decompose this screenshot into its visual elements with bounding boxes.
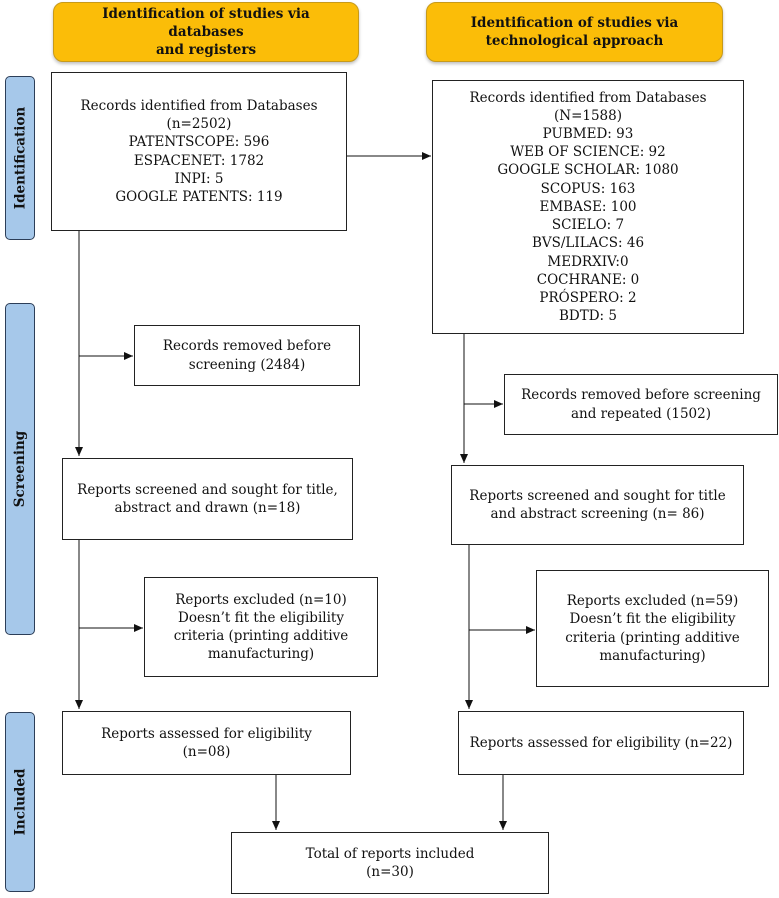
right-records-identified-box: Records identified from Databases (N=158… — [432, 80, 744, 334]
right-records-removed-box: Records removed before screening and rep… — [504, 374, 778, 435]
phase-screening-label: Screening — [5, 303, 35, 635]
header-databases-line-1: Identification of studies via databases — [102, 6, 310, 40]
left-records-removed-box: Records removed before screening (2484) — [134, 325, 360, 386]
phase-included-label: Included — [5, 712, 35, 892]
header-databases-line-2: and registers — [155, 42, 257, 58]
right-reports-excluded-box: Reports excluded (n=59) Doesn’t fit the … — [536, 570, 769, 687]
phase-identification-label: Identification — [5, 76, 35, 240]
total-reports-included-box: Total of reports included (n=30) — [231, 832, 549, 894]
header-technological: Identification of studies via technologic… — [426, 2, 723, 62]
left-reports-screened-box: Reports screened and sought for title, a… — [62, 458, 353, 540]
right-reports-screened-box: Reports screened and sought for title an… — [451, 465, 744, 545]
header-technological-line-2: technological approach — [485, 33, 664, 49]
left-records-identified-box: Records identified from Databases (n=250… — [51, 72, 347, 231]
right-reports-assessed-box: Reports assessed for eligibility (n=22) — [458, 711, 744, 775]
header-databases: Identification of studies via databases a… — [53, 2, 359, 62]
header-technological-line-1: Identification of studies via — [470, 15, 679, 31]
left-reports-assessed-box: Reports assessed for eligibility (n=08) — [62, 711, 351, 775]
left-reports-excluded-box: Reports excluded (n=10) Doesn’t fit the … — [144, 577, 378, 677]
